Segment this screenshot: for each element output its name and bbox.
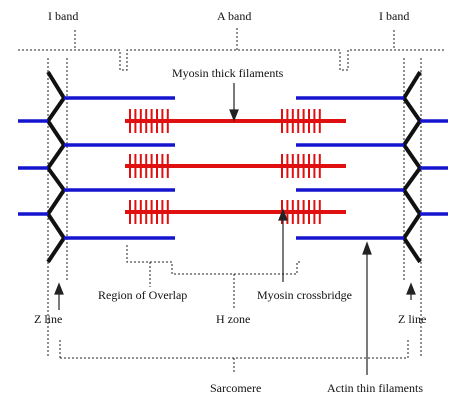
z-line-right-label: Z line — [398, 312, 426, 326]
h-zone-label: H zone — [216, 312, 250, 326]
actin-filaments — [18, 96, 448, 240]
region-overlap-label: Region of Overlap — [98, 288, 187, 302]
top-band-brackets — [18, 28, 445, 71]
sarcomere-bracket — [59, 340, 409, 372]
sarcomere-label: Sarcomere — [210, 381, 261, 395]
i-band-left-label: I band — [48, 9, 78, 23]
z-line-left — [45, 70, 67, 264]
myosin-crossbridge-label: Myosin crossbridge — [257, 288, 352, 302]
z-line-left-label: Z line — [34, 312, 62, 326]
actin-thin-label: Actin thin filaments — [327, 381, 423, 395]
myosin-thick-label: Myosin thick filaments — [172, 66, 284, 80]
myosin-filaments — [125, 109, 346, 224]
a-band-label: A band — [217, 9, 251, 23]
overlap-hzone-brackets — [126, 245, 300, 310]
z-line-right — [401, 70, 423, 264]
i-band-right-label: I band — [379, 9, 409, 23]
annotation-arrows — [54, 83, 416, 375]
